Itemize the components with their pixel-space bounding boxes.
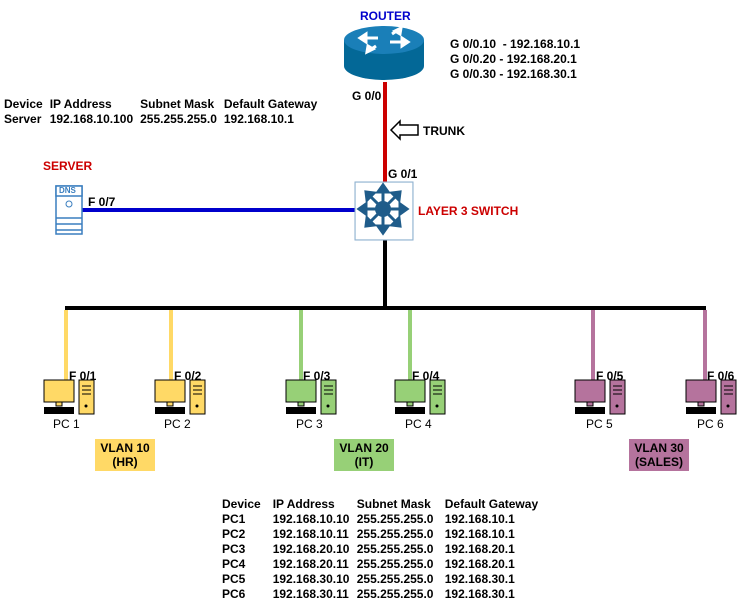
router-subinterface-1: G 0/0.10 - 192.168.10.1 xyxy=(450,37,581,51)
switch-title: LAYER 3 SWITCH xyxy=(418,204,519,218)
table-row: PC4 192.168.20.11 255.255.255.0 192.168.20.… xyxy=(222,557,545,572)
router-subinterface-2: G 0/0.20 - 192.168.20.1 xyxy=(450,52,577,66)
cell: 192.168.30.1 xyxy=(444,572,515,586)
table-row: Server 192.168.10.100 255.255.255.0 192.… xyxy=(4,112,324,127)
pc5-port: F 0/5 xyxy=(596,369,624,383)
cell: 192.168.20.1 xyxy=(444,542,515,556)
pc-icon xyxy=(43,379,95,415)
cell: 192.168.10.100 xyxy=(49,112,134,126)
header-device: Device xyxy=(222,497,261,511)
pc6-label: PC 6 xyxy=(697,417,724,431)
header-subnet: Subnet Mask xyxy=(356,497,431,511)
vlan-20-title: VLAN 20 xyxy=(339,441,389,455)
header-ip: IP Address xyxy=(49,97,112,111)
cell: 192.168.10.1 xyxy=(444,512,515,526)
switch-server-port: F 0/7 xyxy=(88,195,116,209)
pc-ip-table: Device IP Address Subnet Mask Default Ga… xyxy=(222,497,545,602)
server-ip-table: Device IP Address Subnet Mask Default Ga… xyxy=(4,97,324,127)
header-gateway: Default Gateway xyxy=(223,97,318,111)
switch-uplink-port: G 0/1 xyxy=(388,167,418,181)
vlan-10-title: VLAN 10 xyxy=(100,441,150,455)
table-row: PC2 192.168.10.11 255.255.255.0 192.168.10.… xyxy=(222,527,545,542)
cell: 255.255.255.0 xyxy=(356,557,434,571)
cell: 255.255.255.0 xyxy=(356,527,434,541)
table-row: PC6 192.168.30.11 255.255.255.0 192.168.30.… xyxy=(222,587,545,602)
vlan-30-title: VLAN 30 xyxy=(634,441,684,455)
vlan-30-name: (SALES) xyxy=(635,455,683,469)
vlan-20-box: VLAN 20 (IT) xyxy=(334,439,394,471)
trunk-arrow-icon xyxy=(389,119,419,141)
header-ip: IP Address xyxy=(272,497,335,511)
pc-icon xyxy=(394,379,446,415)
pc3-port: F 0/3 xyxy=(303,369,331,383)
cell: 255.255.255.0 xyxy=(140,112,217,126)
dns-server-icon xyxy=(55,185,83,235)
pc2-label: PC 2 xyxy=(164,417,191,431)
router-port-label: G 0/0 xyxy=(352,89,382,103)
cell: 255.255.255.0 xyxy=(356,512,434,526)
cell: 255.255.255.0 xyxy=(356,572,434,586)
cell: 192.168.20.1 xyxy=(444,557,515,571)
pc6-port: F 0/6 xyxy=(707,369,735,383)
pc-icon xyxy=(154,379,206,415)
vlan-30-box: VLAN 30 (SALES) xyxy=(629,439,689,471)
header-gateway: Default Gateway xyxy=(444,497,539,511)
cell: PC1 xyxy=(222,512,246,526)
dns-icon-text: DNS xyxy=(59,186,76,195)
cell: PC5 xyxy=(222,572,246,586)
pc-icon xyxy=(685,379,737,415)
table-row: PC3 192.168.20.10 255.255.255.0 192.168.20.… xyxy=(222,542,545,557)
vlan-10-name: (HR) xyxy=(112,455,138,469)
cell: 192.168.10.11 xyxy=(272,527,349,541)
cell: 192.168.10.1 xyxy=(223,112,294,126)
vlan-20-name: (IT) xyxy=(354,455,374,469)
cell: 192.168.30.1 xyxy=(444,587,515,601)
pc4-port: F 0/4 xyxy=(412,369,440,383)
pc4-label: PC 4 xyxy=(405,417,432,431)
trunk-label: TRUNK xyxy=(423,124,465,138)
cell: 192.168.30.10 xyxy=(272,572,350,586)
pc5-label: PC 5 xyxy=(586,417,613,431)
pc1-label: PC 1 xyxy=(53,417,80,431)
vlan-10-box: VLAN 10 (HR) xyxy=(95,439,155,471)
router-subinterface-3: G 0/0.30 - 192.168.30.1 xyxy=(450,67,577,81)
pc-icon xyxy=(285,379,337,415)
cell: Server xyxy=(4,112,42,126)
router-icon xyxy=(344,25,424,80)
table-header-row: Device IP Address Subnet Mask Default Ga… xyxy=(4,97,324,112)
pc2-port: F 0/2 xyxy=(174,369,202,383)
header-subnet: Subnet Mask xyxy=(140,97,215,111)
cell: PC2 xyxy=(222,527,246,541)
cell: PC4 xyxy=(222,557,246,571)
router-title: ROUTER xyxy=(360,9,411,23)
layer3-switch-icon xyxy=(354,181,414,241)
pc-icon xyxy=(574,379,626,415)
table-header-row: Device IP Address Subnet Mask Default Ga… xyxy=(222,497,545,512)
table-row: PC1 192.168.10.10 255.255.255.0 192.168.10.… xyxy=(222,512,545,527)
header-device: Device xyxy=(4,97,43,111)
cell: 192.168.10.10 xyxy=(272,512,350,526)
pc1-port: F 0/1 xyxy=(69,369,97,383)
cell: PC6 xyxy=(222,587,246,601)
table-row: PC5 192.168.30.10 255.255.255.0 192.168.30.… xyxy=(222,572,545,587)
cell: 192.168.20.10 xyxy=(272,542,350,556)
cell: 192.168.10.1 xyxy=(444,527,515,541)
cell: PC3 xyxy=(222,542,246,556)
cell: 255.255.255.0 xyxy=(356,587,434,601)
cell: 192.168.30.11 xyxy=(272,587,349,601)
cell: 192.168.20.11 xyxy=(272,557,349,571)
cell: 255.255.255.0 xyxy=(356,542,434,556)
server-title: SERVER xyxy=(43,159,93,173)
pc3-label: PC 3 xyxy=(296,417,323,431)
